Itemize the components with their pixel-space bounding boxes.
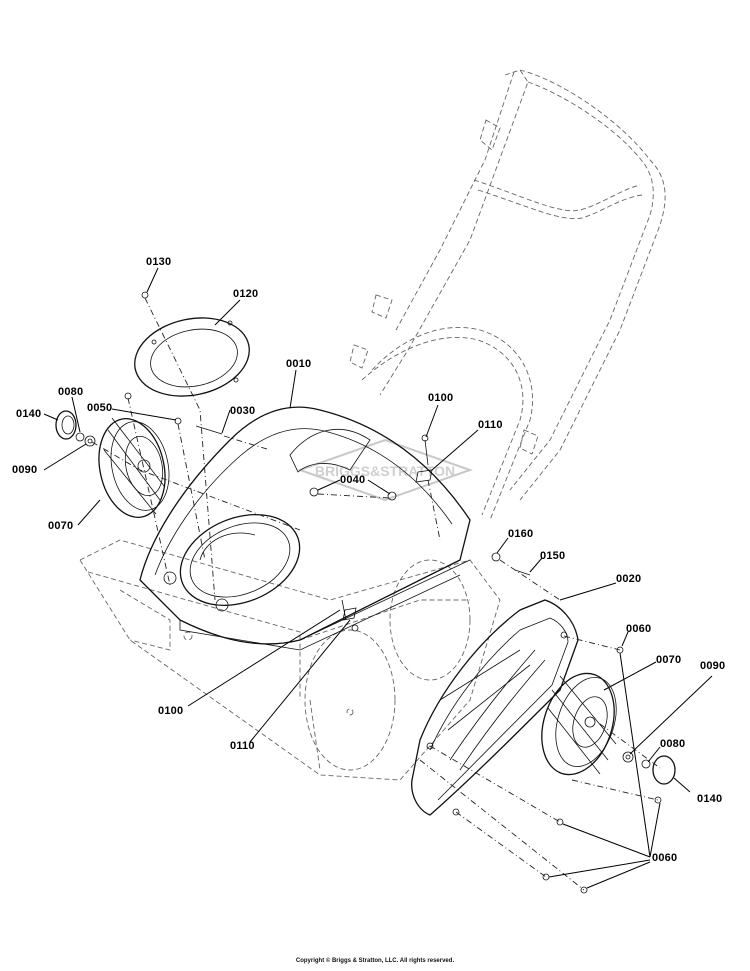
left-wheel	[98, 417, 170, 519]
callout-0010: 0010	[286, 358, 312, 370]
callout-0020: 0020	[616, 573, 642, 585]
access-plate	[134, 317, 250, 397]
callout-0070-right: 0070	[656, 654, 682, 666]
copyright-notice: Copyright © Briggs & Stratton, LLC. All …	[295, 958, 455, 964]
watermark-text: BRIGGS&STRATTON	[315, 463, 455, 479]
callout-0120: 0120	[233, 288, 259, 300]
watermark-logo: BRIGGS&STRATTON	[296, 438, 474, 502]
assembly-lines-right	[419, 635, 661, 891]
callout-0140-right: 0140	[697, 793, 723, 805]
callout-0090-right: 0090	[700, 660, 726, 672]
assembly-lines-left	[91, 297, 301, 601]
callout-0060-bottom: 0060	[652, 852, 678, 864]
callout-leaders	[43, 267, 713, 889]
callout-0030: 0030	[230, 405, 256, 417]
callout-0070-left: 0070	[48, 520, 74, 532]
callout-0080-right: 0080	[660, 738, 686, 750]
auger-housing	[79, 539, 501, 781]
center-fasteners	[309, 434, 561, 621]
callout-0140-left: 0140	[16, 408, 42, 420]
callout-0150: 0150	[540, 550, 566, 562]
callout-0080-left: 0080	[58, 386, 84, 398]
callout-0090-left: 0090	[12, 464, 38, 476]
callout-0040: 0040	[340, 474, 366, 486]
callout-0060-top: 0060	[626, 623, 652, 635]
callout-0110-bottom: 0110	[230, 740, 255, 752]
right-wheel	[541, 672, 617, 776]
handle-assembly	[349, 69, 666, 521]
callout-0050: 0050	[87, 402, 113, 414]
callout-0110-top: 0110	[478, 419, 503, 431]
callout-0100-top: 0100	[428, 392, 454, 404]
callout-0100-bottom: 0100	[158, 705, 184, 717]
left-hub-parts	[55, 291, 223, 447]
callout-0130: 0130	[146, 256, 172, 268]
callout-0160: 0160	[508, 528, 534, 540]
body-shell	[139, 406, 471, 651]
side-cover	[411, 599, 579, 816]
